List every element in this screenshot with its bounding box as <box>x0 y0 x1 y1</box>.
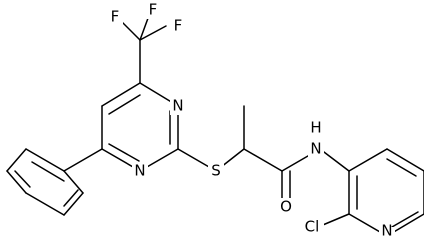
atom-label-o: O <box>280 198 292 216</box>
bond <box>139 25 167 41</box>
atom-f2: F <box>145 1 161 19</box>
bond <box>386 148 424 172</box>
bond <box>6 170 27 194</box>
atom-n-bottom: N <box>132 162 148 180</box>
atom-n-amide: N <box>308 140 324 158</box>
bond <box>348 148 388 172</box>
bond <box>243 148 283 172</box>
atom-label-s: S <box>211 162 221 180</box>
atom-n-top: N <box>170 97 186 115</box>
bond-lines <box>6 9 424 237</box>
bond <box>63 192 84 216</box>
bond <box>25 148 65 172</box>
atom-f3: F <box>170 17 186 35</box>
bond <box>391 211 419 228</box>
atom-f1: F <box>107 8 123 26</box>
atom-label-f2: F <box>149 1 158 19</box>
atom-label-n-amide: N <box>310 140 321 158</box>
bond <box>14 170 31 188</box>
bond <box>101 82 141 107</box>
atom-label-f1: F <box>111 8 120 26</box>
bond <box>319 148 350 172</box>
bond <box>6 148 27 172</box>
atom-label-n-pyridine: N <box>381 222 392 239</box>
atom-n-pyridine: N <box>379 222 395 239</box>
bond <box>63 170 84 194</box>
atom-h-amide: H <box>308 119 324 137</box>
bond <box>63 189 79 207</box>
atom-label-f3: F <box>174 17 183 35</box>
bond <box>108 143 140 162</box>
atom-labels: F F F N N S O N <box>107 1 395 239</box>
atom-s: S <box>208 162 224 180</box>
atom-o: O <box>278 198 294 216</box>
atom-label-h-amide: H <box>310 119 321 137</box>
bond <box>31 161 65 182</box>
bond <box>25 192 65 216</box>
bond <box>63 148 103 172</box>
bond <box>108 94 141 115</box>
atom-label-cl: Cl <box>305 218 320 236</box>
atom-label-n-top: N <box>172 97 183 115</box>
atom-label-n-bottom: N <box>134 162 145 180</box>
atom-cl: Cl <box>300 218 324 236</box>
bond <box>386 158 417 177</box>
